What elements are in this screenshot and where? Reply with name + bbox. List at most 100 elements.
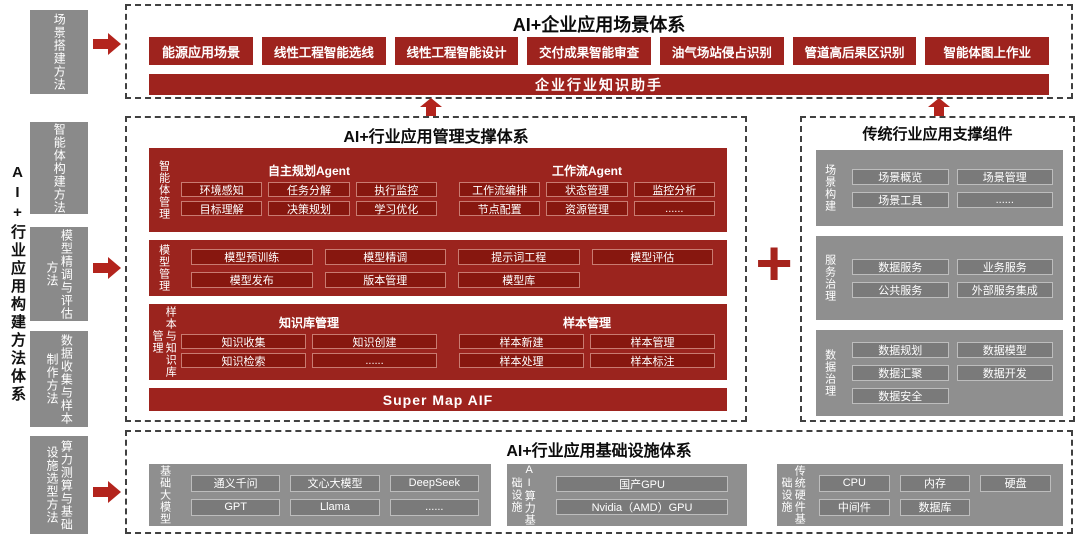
feature-chip: 内存	[899, 474, 971, 492]
feature-chip: Llama	[290, 498, 380, 516]
feature-chip: 节点配置	[459, 201, 541, 216]
scenario-box: 线性工程智能设计	[394, 37, 519, 65]
feature-chip: 样本标注	[590, 353, 715, 368]
model-management-panel: 模型管理 模型预训练 模型精调 提示词工程 模型评估 模型发布 版本管理 模型库	[149, 240, 727, 296]
feature-chip: 数据模型	[956, 342, 1053, 358]
feature-chip: 知识检索	[181, 353, 306, 368]
knowledge-base-group: 知识库管理 知识收集 知识创建 知识检索 ......	[181, 316, 437, 368]
scenario-box: 管道高后果区识别	[792, 37, 917, 65]
scenario-box: 智能体图上作业	[925, 37, 1050, 65]
panel-label: 场景构建	[823, 164, 836, 212]
feature-chip: ......	[312, 353, 437, 368]
feature-chip: 文心大模型	[290, 474, 380, 492]
feature-chip: 样本处理	[459, 353, 584, 368]
method-box-compute-selection: 算力测算与基础设施选型方法	[30, 436, 88, 534]
feature-chip: 数据安全	[852, 388, 949, 404]
arrow-right-icon	[93, 33, 121, 55]
panel-label: 服务治理	[823, 254, 836, 302]
group-title: 知识库管理	[278, 316, 339, 330]
data-governance-panel: 数据治理 数据规划 数据模型 数据汇聚 数据开发 数据安全	[816, 330, 1063, 416]
autonomous-planning-agent-group: 自主规划Agent 环境感知 任务分解 执行监控 目标理解 决策规划 学习优化	[181, 164, 437, 216]
method-box-scene-building: 场景搭建方法	[30, 10, 88, 94]
panel-label: 数据治理	[823, 349, 836, 397]
feature-chip: 模型精调	[324, 248, 446, 265]
feature-chip: 模型发布	[191, 271, 313, 288]
method-box-model-tuning: 模型精调与评估方法	[30, 227, 88, 321]
feature-chip: 版本管理	[324, 271, 446, 288]
arrow-up-icon	[928, 98, 950, 118]
feature-chip: ......	[389, 498, 479, 516]
feature-chip: 执行监控	[355, 182, 437, 197]
method-box-agent-construction: 智能体构建方法	[30, 122, 88, 214]
feature-chip: 样本新建	[459, 334, 584, 349]
feature-chip: CPU	[819, 474, 890, 492]
feature-chip: 学习优化	[355, 201, 437, 216]
feature-chip: 知识收集	[181, 334, 306, 349]
feature-chip: 数据开发	[956, 365, 1053, 381]
supermap-aif-bar: Super Map AIF	[149, 388, 727, 411]
section-title: AI+企业应用场景体系	[512, 15, 686, 35]
feature-chip: ......	[633, 201, 715, 216]
feature-chip: 模型库	[458, 271, 580, 288]
scene-construction-panel: 场景构建 场景概览 场景管理 场景工具 ......	[816, 150, 1063, 226]
feature-chip: 模型评估	[591, 248, 713, 265]
group-title: 自主规划Agent	[268, 164, 350, 178]
section-infrastructure-system: AI+行业应用基础设施体系 基础大模型 通义千问 文心大模型 DeepSeek …	[125, 430, 1073, 534]
plus-sign: +	[755, 227, 793, 299]
feature-chip: 知识创建	[312, 334, 437, 349]
feature-chip: 模型预训练	[191, 248, 313, 265]
foundation-model-panel: 基础大模型 通义千问 文心大模型 DeepSeek GPT Llama ....…	[149, 464, 491, 526]
feature-chip: 决策规划	[268, 201, 350, 216]
panel-label: 模型管理	[157, 244, 170, 292]
feature-chip: 通义千问	[191, 474, 281, 492]
arrow-right-icon	[93, 481, 121, 503]
feature-chip: 样本管理	[590, 334, 715, 349]
feature-chip: 中间件	[819, 498, 890, 516]
feature-chip: 监控分析	[633, 182, 715, 197]
feature-chip: 目标理解	[181, 201, 263, 216]
workflow-agent-group: 工作流Agent 工作流编排 状态管理 监控分析 节点配置 资源管理 .....…	[459, 164, 715, 216]
feature-chip: 场景概览	[852, 168, 949, 185]
group-title: 工作流Agent	[552, 164, 622, 178]
traditional-hardware-panel: 传统硬件基础设施 CPU 内存 硬盘 中间件 数据库	[777, 464, 1063, 526]
arrow-right-icon	[93, 257, 121, 279]
scenario-box: 线性工程智能选线	[262, 37, 386, 65]
section-traditional-components: 传统行业应用支撑组件 场景构建 场景概览 场景管理 场景工具 ...... 服务…	[800, 116, 1075, 422]
feature-chip: 数据库	[899, 498, 971, 516]
section-title: AI+行业应用基础设施体系	[506, 443, 692, 460]
feature-chip: 场景管理	[956, 168, 1053, 185]
feature-chip: 数据汇聚	[852, 365, 949, 381]
feature-chip: 工作流编排	[459, 182, 541, 197]
panel-label: 样本与知识库管理	[151, 306, 177, 378]
energy-scenario-label: 能源应用场景	[149, 37, 253, 65]
panel-label: 智能体管理	[157, 160, 170, 220]
feature-chip: 提示词工程	[458, 248, 580, 265]
scenario-box: 交付成果智能审查	[527, 37, 652, 65]
section-management-support-system: AI+行业应用管理支撑体系 智能体管理 自主规划Agent 环境感知 任务分解 …	[125, 116, 747, 422]
feature-chip: 状态管理	[546, 182, 628, 197]
feature-chip: 硬盘	[980, 474, 1051, 492]
panel-label: 传统硬件基础设施	[780, 465, 806, 525]
section-title: 传统行业应用支撑组件	[862, 126, 1013, 143]
feature-chip: GPT	[191, 498, 281, 516]
agent-management-panel: 智能体管理 自主规划Agent 环境感知 任务分解 执行监控 目标理解 决策规划…	[149, 148, 727, 232]
feature-chip: 业务服务	[956, 258, 1053, 275]
service-governance-panel: 服务治理 数据服务 业务服务 公共服务 外部服务集成	[816, 236, 1063, 320]
arrow-up-icon	[420, 98, 442, 118]
sample-knowledge-panel: 样本与知识库管理 知识库管理 知识收集 知识创建 知识检索 ...... 样本管…	[149, 304, 727, 380]
enterprise-knowledge-assistant-bar: 企业行业知识助手	[149, 74, 1049, 95]
sample-management-group: 样本管理 样本新建 样本管理 样本处理 样本标注	[459, 316, 715, 368]
section-title: AI+行业应用管理支撑体系	[343, 129, 529, 146]
feature-chip: DeepSeek	[389, 474, 479, 492]
feature-chip: 场景工具	[852, 191, 949, 208]
feature-chip: 公共服务	[852, 281, 949, 298]
panel-label: 基础大模型	[158, 465, 171, 525]
feature-chip: Nvidia（AMD）GPU	[556, 498, 728, 515]
feature-chip: 数据服务	[852, 258, 949, 275]
feature-chip: 任务分解	[268, 182, 350, 197]
feature-chip: 数据规划	[852, 342, 949, 358]
panel-label: AI算力基础设施	[510, 464, 536, 526]
feature-chip: 环境感知	[181, 182, 263, 197]
feature-chip: 资源管理	[546, 201, 628, 216]
